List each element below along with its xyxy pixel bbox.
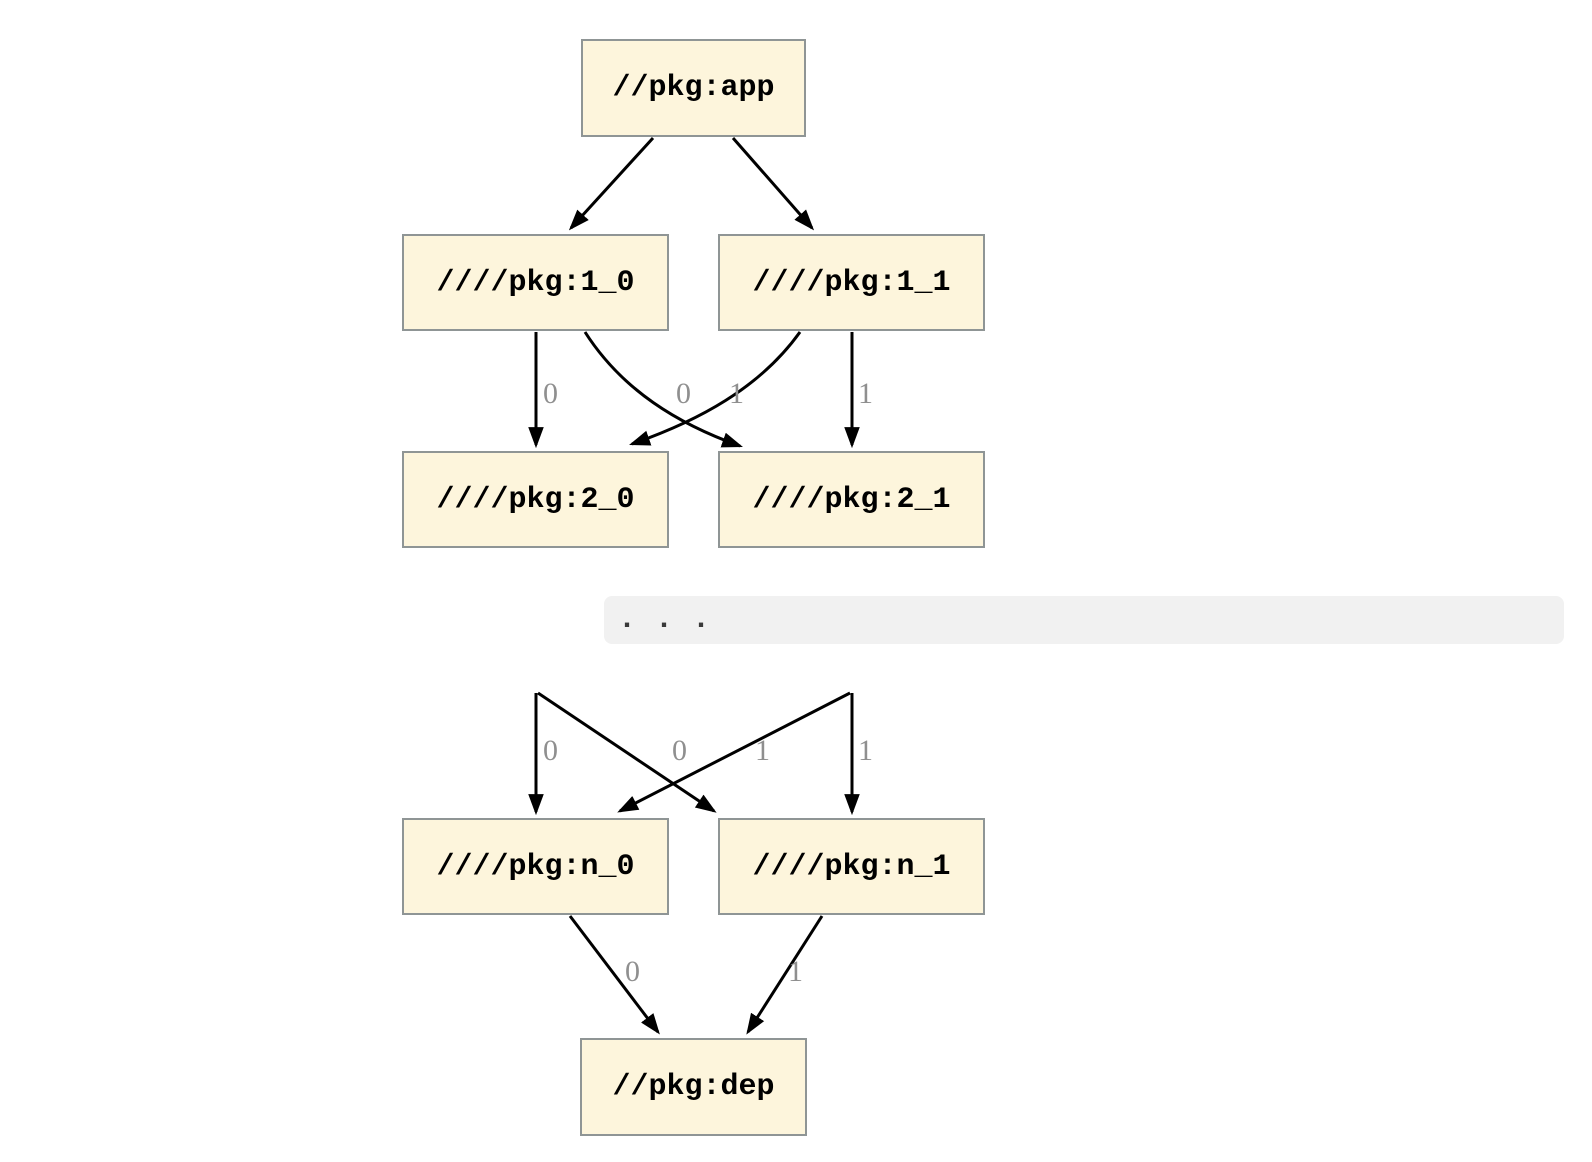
node-label: ////pkg:2_0 bbox=[436, 482, 635, 517]
node-pkg-2_0: ////pkg:2_0 bbox=[402, 451, 669, 548]
edge-label-ellipsis-n_1-right: 1 bbox=[858, 734, 873, 767]
node-pkg-1_0: ////pkg:1_0 bbox=[402, 234, 669, 331]
edge-label-ellipsis-n_0-right: 0 bbox=[672, 734, 687, 767]
node-label: ////pkg:1_1 bbox=[752, 265, 951, 300]
edge-app-to-1_1 bbox=[731, 137, 815, 231]
edge-n_1-to-dep bbox=[746, 915, 824, 1035]
edge-label-1_0-2_0: 0 bbox=[543, 377, 558, 410]
edge-n_0-to-dep bbox=[568, 915, 660, 1035]
node-pkg-n_0: ////pkg:n_0 bbox=[402, 818, 669, 915]
node-pkg-1_1: ////pkg:1_1 bbox=[718, 234, 985, 331]
edge-ellipsis-left-to-n_1 bbox=[537, 691, 717, 813]
ellipsis-bar: . . . bbox=[604, 596, 1564, 644]
node-label: ////pkg:2_1 bbox=[752, 482, 951, 517]
node-label: ////pkg:n_1 bbox=[752, 849, 951, 884]
edge-label-1_1-2_0: 0 bbox=[676, 377, 691, 410]
node-label: //pkg:app bbox=[612, 71, 775, 105]
edge-label-1_1-2_1: 1 bbox=[858, 377, 873, 410]
node-pkg-app: //pkg:app bbox=[581, 39, 806, 137]
edge-1_0-to-2_1 bbox=[583, 331, 743, 448]
node-pkg-n_1: ////pkg:n_1 bbox=[718, 818, 985, 915]
node-label: //pkg:dep bbox=[612, 1070, 775, 1104]
edge-label-n_1-dep: 1 bbox=[788, 955, 803, 988]
edge-label-ellipsis-n_1-left: 1 bbox=[755, 734, 770, 767]
ellipsis-text: . . . bbox=[618, 603, 711, 637]
edge-label-ellipsis-n_0-left: 0 bbox=[543, 734, 558, 767]
edge-label-n_0-dep: 0 bbox=[625, 955, 640, 988]
edge-label-1_0-2_1: 1 bbox=[729, 377, 744, 410]
node-pkg-2_1: ////pkg:2_1 bbox=[718, 451, 985, 548]
node-pkg-dep: //pkg:dep bbox=[580, 1038, 807, 1136]
edge-1_1-to-2_0 bbox=[629, 331, 802, 446]
node-label: ////pkg:1_0 bbox=[436, 265, 635, 300]
node-label: ////pkg:n_0 bbox=[436, 849, 635, 884]
edge-app-to-1_0 bbox=[568, 136, 655, 231]
edge-ellipsis-right-to-n_0 bbox=[617, 691, 851, 813]
